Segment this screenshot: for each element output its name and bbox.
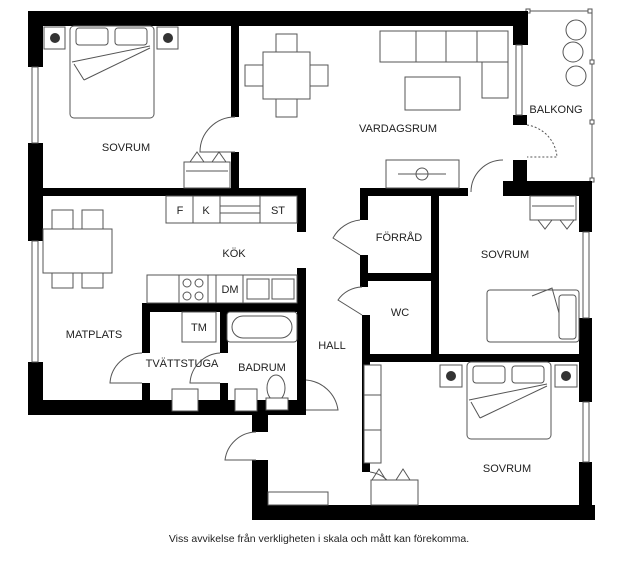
room-label-sovrum: SOVRUM (102, 142, 150, 154)
room-label-matplats: MATPLATS (66, 329, 122, 341)
washer-label: TM (191, 322, 207, 334)
wardrobe (183, 151, 231, 189)
fridge-label: F (177, 205, 184, 217)
upper-counter (165, 195, 298, 224)
room-label-tvattstuga: TVÄTTSTUGA (146, 358, 219, 370)
nightstand (439, 364, 463, 388)
sofa (379, 30, 509, 99)
room-label-vardagsrum: VARDAGSRUM (359, 123, 437, 135)
wardrobe (370, 468, 419, 506)
toilet (265, 374, 289, 411)
sink (171, 388, 258, 412)
stove-label: ST (271, 205, 285, 217)
coffee-table (404, 76, 461, 111)
double-bed (466, 361, 552, 440)
washing-machine (181, 311, 217, 343)
room-label-wc: WC (391, 307, 409, 319)
wardrobe (529, 195, 577, 230)
nightstand (156, 26, 179, 50)
double-bed (69, 25, 155, 119)
dining-table (244, 33, 329, 118)
room-label-kok: KÖK (222, 248, 246, 260)
hall-bench (267, 491, 329, 506)
room-label-forrad: FÖRRÅD (376, 231, 423, 244)
bathtub (226, 311, 298, 343)
room-label-sovrum-2: SOVRUM (481, 249, 529, 261)
single-bed (486, 287, 580, 343)
nightstand (43, 26, 66, 50)
lower-counter (146, 274, 298, 304)
room-label-badrum: BADRUM (238, 362, 286, 374)
dining-set (42, 209, 113, 289)
windows (31, 44, 590, 463)
wardrobe-hall (363, 364, 382, 464)
dishwasher-label: DM (221, 284, 238, 296)
room-label-sovrum-3: SOVRUM (483, 463, 531, 475)
room-label-hall: HALL (318, 340, 346, 352)
tv-bench (385, 159, 460, 189)
doors[interactable] (109, 116, 558, 506)
room-label-balkong: BALKONG (529, 104, 582, 116)
disclaimer-caption: Viss avvikelse från verkligheten i skala… (169, 533, 469, 545)
balcony-chairs (562, 19, 587, 87)
nightstand (554, 364, 578, 388)
freezer-label: K (202, 205, 210, 217)
